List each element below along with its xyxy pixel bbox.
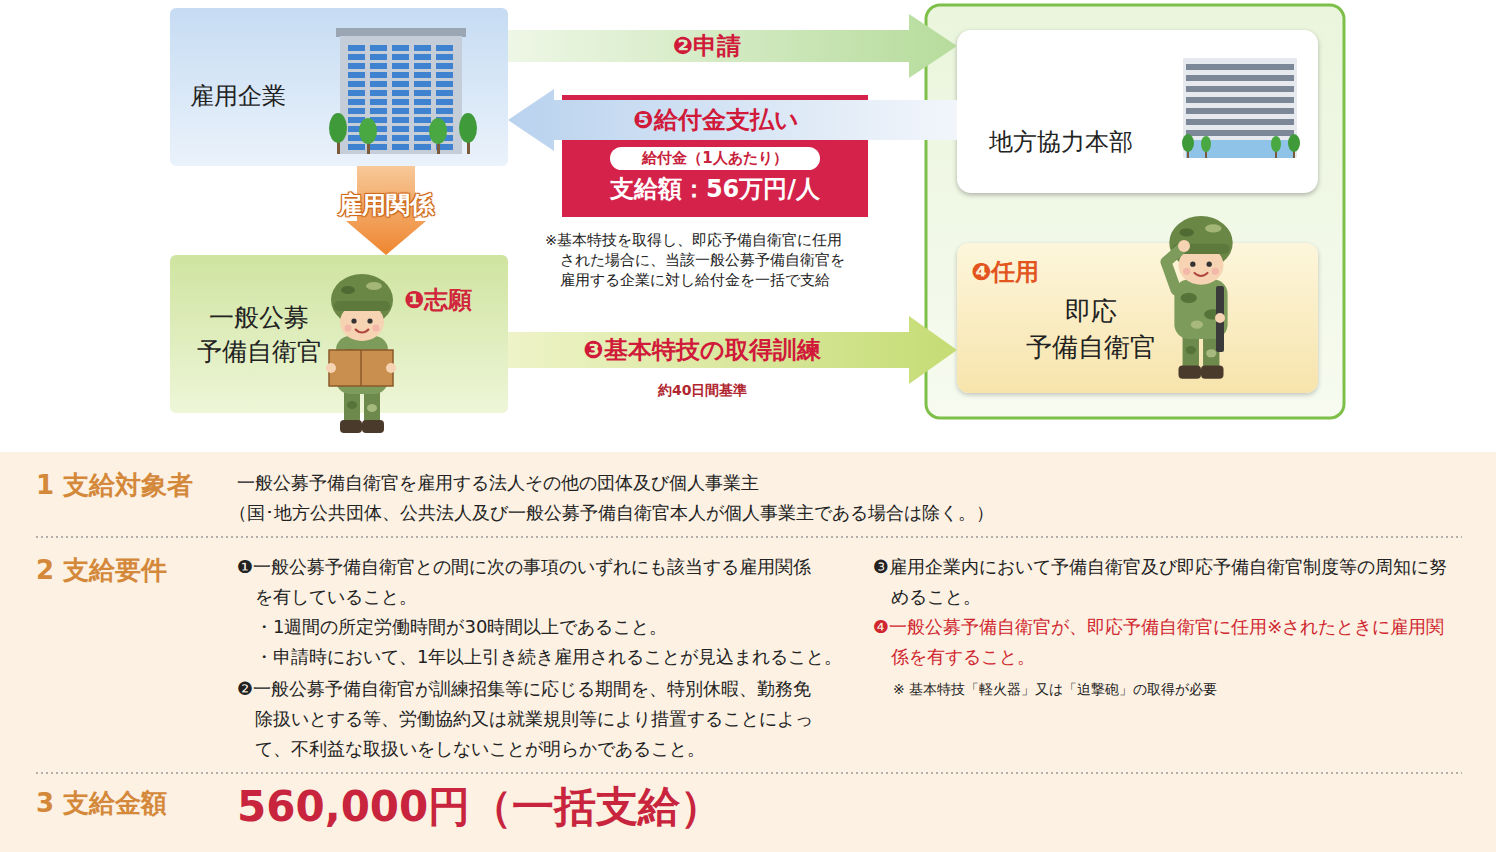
soldier-figure xyxy=(1169,216,1232,379)
defense-group-frame xyxy=(926,5,1344,418)
edge-label: ❷申請 xyxy=(673,30,741,62)
office-box: 地方協力本部 xyxy=(957,30,1318,193)
soldier-figure xyxy=(331,274,393,433)
payment-arrow xyxy=(508,89,957,151)
edge-label: ❸基本特技の取得訓練 xyxy=(583,334,820,366)
requirement-item: ❸雇用企業内において予備自衛官及び即応予備自衛官制度等の周知に努めること。 xyxy=(873,552,1453,612)
payment-note: ※基本特技を取得し、即応予備自衛官に任用された場合に、当該一般公募予備自衛官を雇… xyxy=(545,230,857,290)
amount-total: 560,000円（一括支給） xyxy=(237,784,722,830)
soldier-hand xyxy=(1178,240,1190,252)
ready-reservist-box: ❹任用即応 予備自衛官 xyxy=(957,243,1318,393)
tree xyxy=(1288,134,1300,152)
table-cell: 一般公募予備自衛官を雇用する法人その他の団体及び個人事業主 xyxy=(237,471,759,495)
tree-trunk xyxy=(1275,146,1277,158)
tree-trunk xyxy=(467,134,470,154)
building-glass xyxy=(1186,140,1294,158)
saluting-arm xyxy=(1166,248,1182,290)
company-box: 雇用企業 xyxy=(170,8,508,166)
tree xyxy=(1182,134,1194,152)
building-roof xyxy=(336,28,466,37)
requirement-bullet: ・1週間の所定労働時間が30時間以上であること。 xyxy=(255,614,667,640)
row-separator xyxy=(36,536,1462,538)
conditions-panel xyxy=(0,452,1496,852)
tree-trunk xyxy=(437,136,440,154)
row-separator xyxy=(36,772,1462,774)
requirement-item: ❹一般公募予備自衛官が、即応予備自衛官に任用※されたときに雇用関係を有すること。 xyxy=(873,612,1453,672)
tree xyxy=(359,118,377,144)
node-title: 一般公募 予備自衛官 xyxy=(190,301,328,369)
tree xyxy=(429,118,447,144)
office-building xyxy=(1183,58,1297,158)
amount-value: 支給額：56万円/人 xyxy=(562,173,868,205)
edge-label: ❺給付金支払い xyxy=(633,104,798,136)
tree xyxy=(459,113,477,143)
tree xyxy=(329,113,347,143)
tree xyxy=(1201,136,1211,152)
training-arrow xyxy=(508,316,957,384)
duration-note: 約40日間基準 xyxy=(658,382,747,400)
requirement-note: ※ 基本特技「軽火器」又は「迫撃砲」の取得が必要 xyxy=(893,679,1217,699)
row-heading: 1 支給対象者 xyxy=(36,468,193,503)
cardboard-box xyxy=(329,350,393,386)
step-heading: ❹任用 xyxy=(971,256,1039,288)
tree-trunk xyxy=(1187,146,1189,158)
row-heading: 3 支給金額 xyxy=(36,786,167,821)
soldier-hand xyxy=(326,363,336,373)
requirement-item: ❶一般公募予備自衛官との間に次の事項のいずれにも該当する雇用関係を有していること… xyxy=(237,552,827,612)
node-title: 即応 予備自衛官 xyxy=(1015,293,1167,365)
tree-trunk xyxy=(367,136,370,154)
soldier-hand xyxy=(386,363,396,373)
box-seam xyxy=(360,350,362,386)
application-arrow xyxy=(508,14,957,78)
rifle xyxy=(1216,286,1224,352)
building-floors xyxy=(1186,64,1294,138)
tree-trunk xyxy=(1205,146,1207,158)
amount-caption: 給付金（1人あたり） xyxy=(610,147,820,170)
table-cell: （国･地方公共団体、公共法人及び一般公募予備自衛官本人が個人事業主である場合は除… xyxy=(229,501,994,525)
tree-trunk xyxy=(337,134,340,154)
reservist-box: 一般公募 予備自衛官 xyxy=(170,255,508,413)
requirement-bullet: ・申請時において、1年以上引き続き雇用されることが見込まれること。 xyxy=(255,644,842,670)
building-windows xyxy=(346,44,456,152)
edge-label: 雇用関係 xyxy=(338,189,434,221)
company-building xyxy=(340,36,462,154)
step-label: ❶志願 xyxy=(404,284,472,316)
tree-trunk xyxy=(1293,146,1295,158)
row-heading: 2 支給要件 xyxy=(36,553,167,588)
node-title: 雇用企業 xyxy=(190,80,286,112)
requirement-item: ❷一般公募予備自衛官が訓練招集等に応じる期間を、特別休暇、勤務免除扱いとする等、… xyxy=(237,674,827,764)
soldier-hand xyxy=(1215,313,1225,323)
tree xyxy=(1271,136,1281,152)
node-title: 地方協力本部 xyxy=(989,126,1133,158)
